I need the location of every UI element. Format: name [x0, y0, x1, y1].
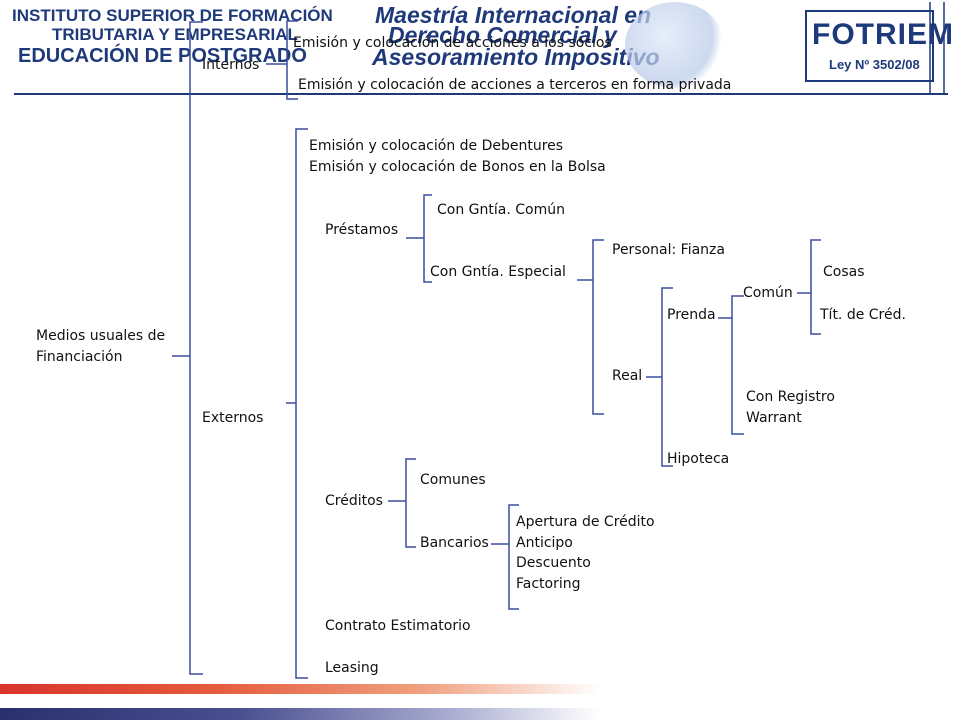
especial-bracket	[592, 239, 604, 415]
root-label: Medios usuales de Financiación	[36, 328, 166, 365]
institute-name-line1: INSTITUTO SUPERIOR DE FORMACIÓN	[12, 6, 333, 25]
factoring-label: Factoring	[516, 576, 581, 592]
comunes-label: Comunes	[420, 472, 486, 488]
descuento-label: Descuento	[516, 555, 591, 571]
prestamos-label: Préstamos	[325, 222, 399, 238]
anticipo-label: Anticipo	[516, 535, 573, 551]
comun-label: Común	[743, 285, 793, 301]
creditos-bracket	[405, 458, 416, 548]
externos-bracket	[295, 128, 308, 679]
program-title-line1: Maestría Internacional en	[375, 2, 652, 28]
internos-item-socios: Emisión y colocación de acciones a los s…	[293, 35, 612, 51]
con-registro-label: Con Registro	[746, 389, 835, 405]
contrato-estimatorio-label: Contrato Estimatorio	[325, 618, 471, 634]
warrant-label: Warrant	[746, 410, 802, 426]
gntia-especial-label: Con Gntía. Especial	[430, 264, 566, 280]
footer-bar-red	[0, 684, 600, 694]
gntia-comun-label: Con Gntía. Común	[437, 202, 565, 218]
externos-item-bonos: Emisión y colocación de Bonos en la Bols…	[309, 159, 606, 175]
footer-bar-navy	[0, 708, 600, 720]
bancarios-bracket	[508, 504, 519, 610]
externos-item-debentures: Emisión y colocación de Debentures	[309, 138, 564, 154]
apertura-credito-label: Apertura de Crédito	[516, 514, 655, 530]
titulos-credito-label: Tít. de Créd.	[820, 307, 906, 323]
program-title-line3: Asesoramiento Impositivo	[372, 44, 660, 70]
institute-name-line3: EDUCACIÓN DE POSTGRADO	[18, 45, 307, 67]
prenda-label: Prenda	[667, 307, 716, 323]
leasing-label: Leasing	[325, 660, 379, 676]
creditos-label: Créditos	[325, 493, 383, 509]
real-label: Real	[612, 368, 643, 384]
internos-item-terceros: Emisión y colocación de acciones a terce…	[298, 77, 732, 93]
internos-bracket	[286, 20, 298, 100]
institute-name-line2: TRIBUTARIA Y EMPRESARIAL	[52, 25, 298, 44]
personal-fianza-label: Personal: Fianza	[612, 242, 725, 258]
cosas-label: Cosas	[823, 264, 865, 280]
internos-label: Internos	[202, 57, 260, 73]
fotriem-logo-law: Ley Nº 3502/08	[829, 57, 920, 72]
externos-label: Externos	[202, 410, 264, 426]
root-bracket	[189, 21, 203, 675]
program-title-line2: Derecho Comercial y	[388, 22, 617, 48]
globe-watermark	[625, 2, 725, 88]
bancarios-label: Bancarios	[420, 535, 489, 551]
prenda-bracket	[731, 295, 744, 435]
comun-bracket	[810, 239, 821, 335]
hipoteca-label: Hipoteca	[667, 451, 730, 467]
